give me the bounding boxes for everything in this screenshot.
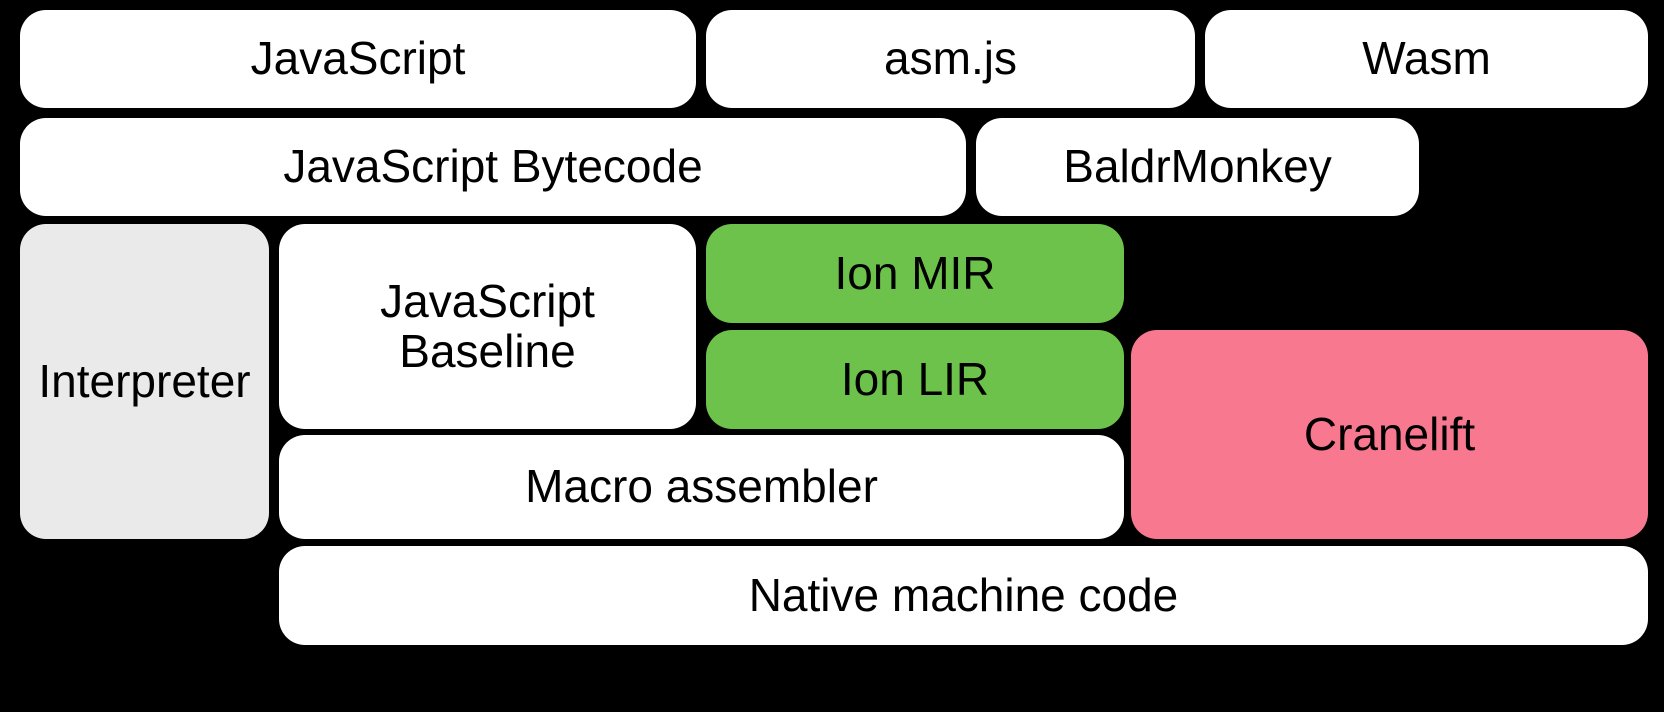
node-asm-js[interactable]: asm.js — [706, 10, 1195, 108]
node-cranelift[interactable]: Cranelift — [1131, 330, 1648, 539]
node-wasm[interactable]: Wasm — [1205, 10, 1648, 108]
node-javascript-baseline[interactable]: JavaScript Baseline — [279, 224, 696, 429]
node-javascript[interactable]: JavaScript — [20, 10, 696, 108]
node-native-machine-code[interactable]: Native machine code — [279, 546, 1648, 645]
node-baldrmonkey[interactable]: BaldrMonkey — [976, 118, 1419, 216]
node-macro-assembler[interactable]: Macro assembler — [279, 435, 1124, 539]
node-ion-mir[interactable]: Ion MIR — [706, 224, 1124, 323]
node-ion-lir[interactable]: Ion LIR — [706, 330, 1124, 429]
node-interpreter[interactable]: Interpreter — [20, 224, 269, 539]
node-javascript-bytecode[interactable]: JavaScript Bytecode — [20, 118, 966, 216]
